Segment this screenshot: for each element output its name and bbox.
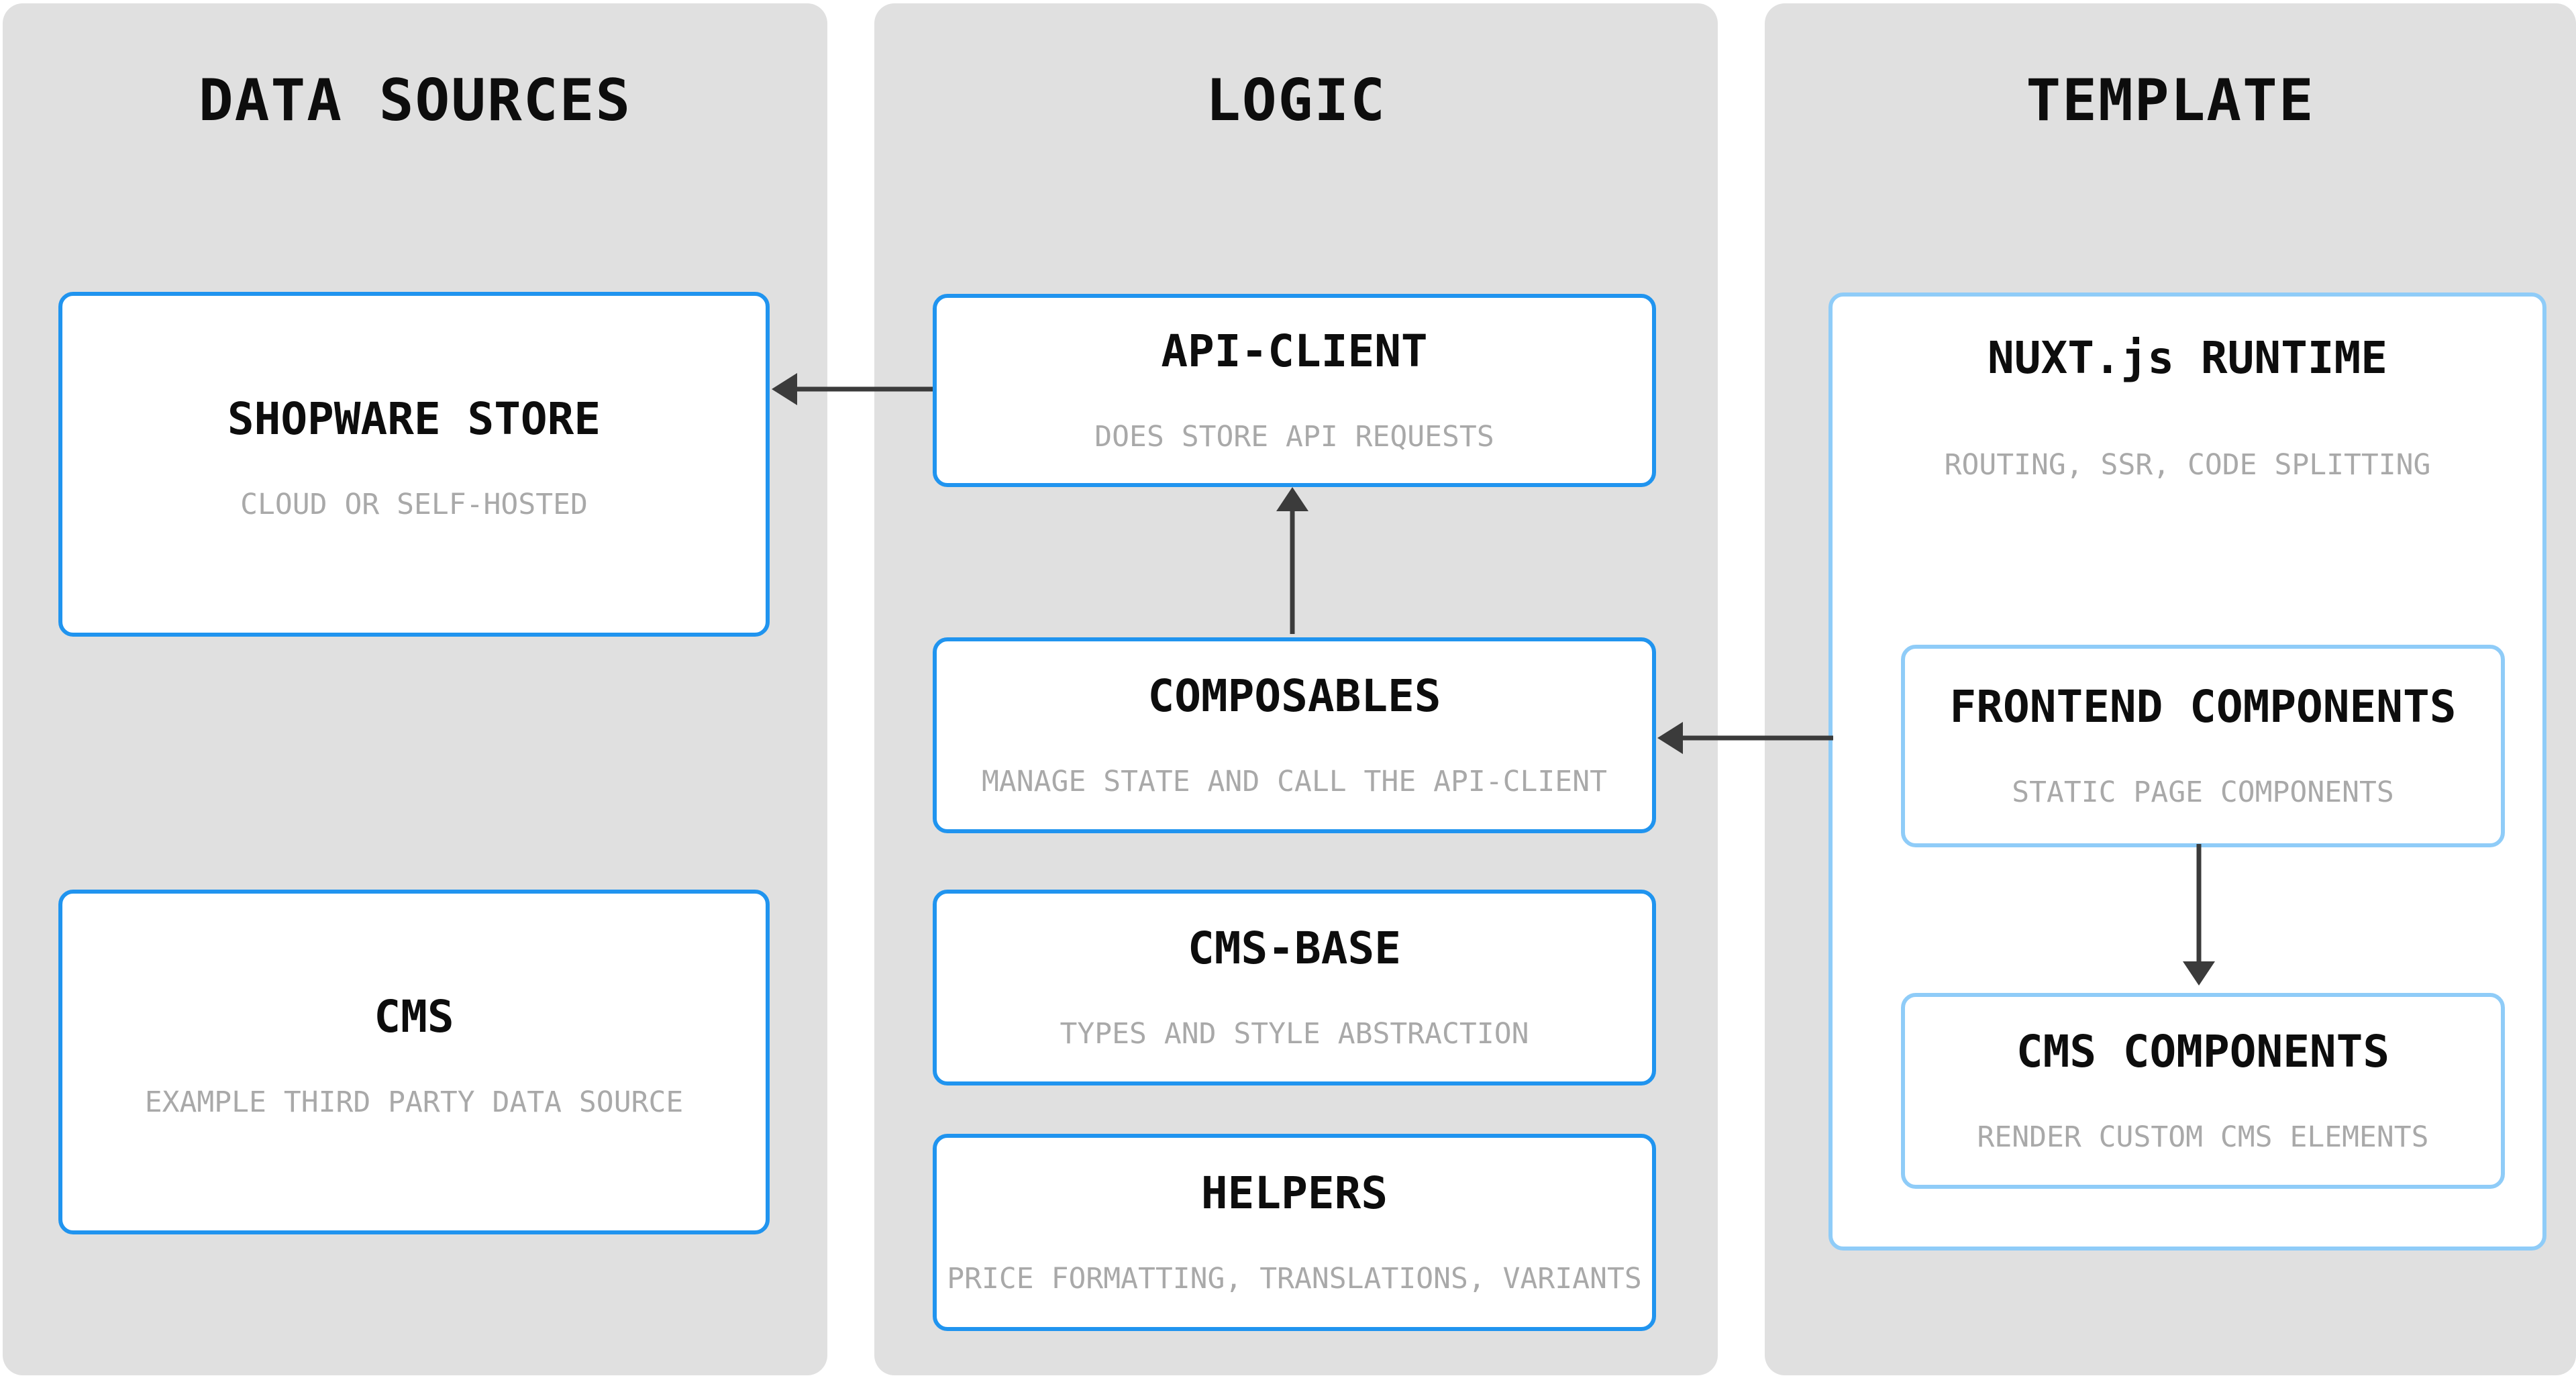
panel-data-sources: DATA SOURCES SHOPWARE STORE CLOUD OR SEL… bbox=[3, 3, 827, 1375]
column-title-template: TEMPLATE bbox=[2026, 67, 2315, 134]
card-title-composables: COMPOSABLES bbox=[1147, 670, 1441, 723]
card-subtitle-cms-components: RENDER CUSTOM CMS ELEMENTS bbox=[1977, 1120, 2429, 1155]
card-helpers: HELPERS PRICE FORMATTING, TRANSLATIONS, … bbox=[933, 1134, 1656, 1331]
column-title-data-sources: DATA SOURCES bbox=[198, 67, 632, 134]
card-subtitle-helpers: PRICE FORMATTING, TRANSLATIONS, VARIANTS bbox=[947, 1262, 1642, 1296]
card-subtitle-composables: MANAGE STATE AND CALL THE API-CLIENT bbox=[982, 765, 1607, 799]
card-subtitle-shopware-store: CLOUD OR SELF-HOSTED bbox=[240, 488, 588, 522]
card-subtitle-cms: EXAMPLE THIRD PARTY DATA SOURCE bbox=[144, 1085, 684, 1120]
column-title-logic: LOGIC bbox=[1206, 67, 1386, 134]
card-cms: CMS EXAMPLE THIRD PARTY DATA SOURCE bbox=[58, 890, 770, 1234]
card-cms-components: CMS COMPONENTS RENDER CUSTOM CMS ELEMENT… bbox=[1901, 993, 2505, 1189]
card-frontend-components: FRONTEND COMPONENTS STATIC PAGE COMPONEN… bbox=[1901, 645, 2505, 847]
card-nuxt-runtime: NUXT.js RUNTIME ROUTING, SSR, CODE SPLIT… bbox=[1828, 293, 2546, 1251]
card-title-nuxt-runtime: NUXT.js RUNTIME bbox=[1987, 332, 2388, 384]
card-title-helpers: HELPERS bbox=[1200, 1167, 1388, 1220]
panel-logic: LOGIC API-CLIENT DOES STORE API REQUESTS… bbox=[874, 3, 1718, 1375]
card-subtitle-api-client: DOES STORE API REQUESTS bbox=[1094, 420, 1494, 454]
card-title-api-client: API-CLIENT bbox=[1161, 325, 1428, 378]
card-composables: COMPOSABLES MANAGE STATE AND CALL THE AP… bbox=[933, 637, 1656, 833]
card-subtitle-cms-base: TYPES AND STYLE ABSTRACTION bbox=[1060, 1017, 1529, 1051]
card-subtitle-frontend-components: STATIC PAGE COMPONENTS bbox=[2012, 776, 2394, 810]
card-title-cms-base: CMS-BASE bbox=[1188, 922, 1401, 975]
card-shopware-store: SHOPWARE STORE CLOUD OR SELF-HOSTED bbox=[58, 292, 770, 637]
card-cms-base: CMS-BASE TYPES AND STYLE ABSTRACTION bbox=[933, 890, 1656, 1085]
panel-template: TEMPLATE NUXT.js RUNTIME ROUTING, SSR, C… bbox=[1765, 3, 2576, 1375]
card-title-shopware-store: SHOPWARE STORE bbox=[227, 393, 601, 445]
card-subtitle-nuxt-runtime: ROUTING, SSR, CODE SPLITTING bbox=[1944, 447, 2431, 482]
card-title-cms-components: CMS COMPONENTS bbox=[2016, 1026, 2390, 1078]
card-api-client: API-CLIENT DOES STORE API REQUESTS bbox=[933, 294, 1656, 487]
card-title-cms: CMS bbox=[374, 991, 454, 1043]
card-title-frontend-components: FRONTEND COMPONENTS bbox=[1949, 681, 2457, 733]
